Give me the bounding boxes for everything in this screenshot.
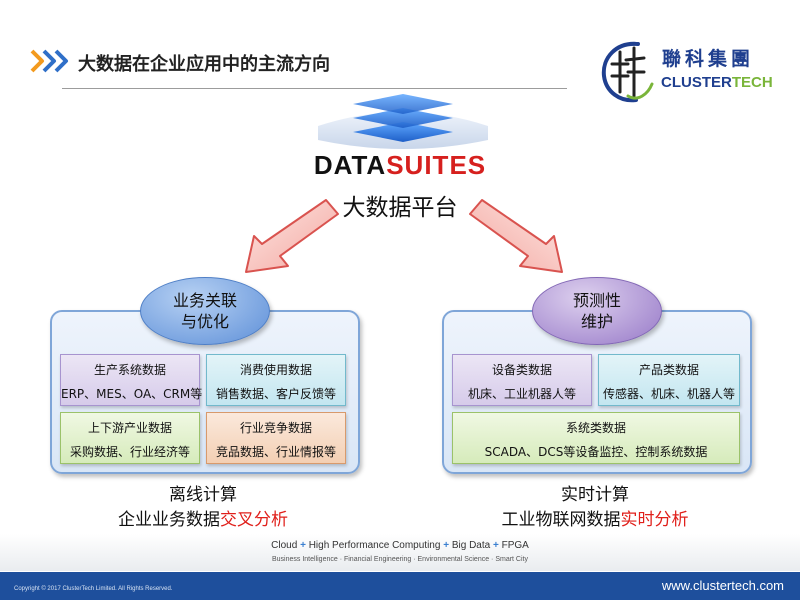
box-title: 生产系统数据 bbox=[93, 363, 166, 377]
box-detail: 采购数据、行业经济等 bbox=[69, 445, 190, 459]
left-caption-line2: 企业业务数据交叉分析 bbox=[50, 505, 356, 530]
right-oval-label: 预测性维护 bbox=[532, 277, 662, 345]
left-oval-line1: 业务关联 bbox=[172, 291, 237, 310]
box-detail: 竞品数据、行业情报等 bbox=[215, 445, 336, 459]
footer-domains-line: Business Intelligence · Financial Engine… bbox=[271, 556, 528, 563]
data-box-supply-chain: 上下游产业数据 采购数据、行业经济等 bbox=[60, 412, 200, 464]
right-oval-line1: 预测性 bbox=[572, 291, 621, 310]
copyright-text: Copyright © 2017 ClusterTech Limited. Al… bbox=[14, 586, 173, 592]
box-title: 上下游产业数据 bbox=[87, 421, 172, 435]
logo-english-name: CLUSTERTECH bbox=[661, 74, 773, 91]
box-title: 消费使用数据 bbox=[239, 363, 312, 377]
footer-band bbox=[0, 534, 800, 571]
data-box-system: 系统类数据 SCADA、DCS等设备监控、控制系统数据 bbox=[452, 412, 740, 464]
plus-separator: + bbox=[300, 540, 306, 551]
logo-en-part2: TECH bbox=[731, 74, 773, 91]
platform-subtitle: 大数据平台 bbox=[342, 195, 458, 221]
box-title: 产品类数据 bbox=[638, 363, 699, 377]
layered-platform-icon bbox=[318, 94, 488, 149]
tech-bigdata: Big Data bbox=[451, 540, 491, 551]
platform-name: DATASUITES bbox=[200, 150, 600, 181]
data-box-equipment: 设备类数据 机床、工业机器人等 bbox=[452, 354, 592, 406]
left-oval-line2: 与优化 bbox=[180, 312, 229, 331]
page-title: 大数据在企业应用中的主流方向 bbox=[78, 54, 330, 75]
right-caption-line2: 工业物联网数据实时分析 bbox=[442, 505, 748, 530]
logo-chinese-name: 聯科集團 bbox=[662, 48, 755, 70]
platform-name-part1: DATA bbox=[313, 150, 387, 180]
left-oval-label: 业务关联与优化 bbox=[140, 277, 270, 345]
logo-en-part1: CLUSTER bbox=[661, 74, 732, 91]
left-caption-line1: 离线计算 bbox=[169, 485, 237, 505]
plus-separator: + bbox=[492, 540, 499, 551]
tech-fpga: FPGA bbox=[501, 540, 529, 551]
box-title: 设备类数据 bbox=[491, 363, 552, 377]
box-detail: ERP、MES、OA、CRM等 bbox=[61, 387, 203, 401]
arrow-down-right-icon bbox=[469, 199, 563, 273]
data-box-competition: 行业竞争数据 竞品数据、行业情报等 bbox=[206, 412, 346, 464]
clustertech-logo-icon bbox=[601, 41, 654, 103]
right-caption-highlight: 实时分析 bbox=[620, 510, 689, 530]
footer-tech-line: Cloud + High Performance Computing + Big… bbox=[0, 540, 800, 551]
left-caption-highlight: 交叉分析 bbox=[220, 510, 288, 530]
plus-separator: + bbox=[443, 540, 450, 551]
footer-bar bbox=[0, 572, 800, 600]
website-link[interactable]: www.clustertech.com bbox=[661, 578, 784, 593]
left-caption-plain: 企业业务数据 bbox=[118, 510, 220, 530]
data-box-production: 生产系统数据 ERP、MES、OA、CRM等 bbox=[60, 354, 203, 406]
platform-name-part2: SUITES bbox=[386, 150, 487, 180]
right-caption-plain: 工业物联网数据 bbox=[501, 510, 621, 530]
right-oval-line2: 维护 bbox=[580, 312, 613, 331]
box-title: 行业竞争数据 bbox=[239, 421, 312, 435]
data-box-consumption: 消费使用数据 销售数据、客户反馈等 bbox=[206, 354, 346, 406]
box-detail: 传感器、机床、机器人等 bbox=[602, 387, 735, 401]
box-detail: 销售数据、客户反馈等 bbox=[215, 387, 336, 401]
box-title: 系统类数据 bbox=[565, 421, 626, 435]
arrow-down-left-icon bbox=[245, 199, 339, 273]
right-caption-line1: 实时计算 bbox=[561, 485, 629, 505]
box-detail: 机床、工业机器人等 bbox=[467, 387, 576, 401]
data-box-product: 产品类数据 传感器、机床、机器人等 bbox=[598, 354, 740, 406]
box-detail: SCADA、DCS等设备监控、控制系统数据 bbox=[484, 445, 708, 459]
tech-hpc: High Performance Computing bbox=[308, 540, 441, 551]
tech-cloud: Cloud bbox=[271, 540, 298, 551]
title-divider bbox=[62, 88, 567, 89]
chevron-double-right-icon bbox=[30, 49, 68, 73]
